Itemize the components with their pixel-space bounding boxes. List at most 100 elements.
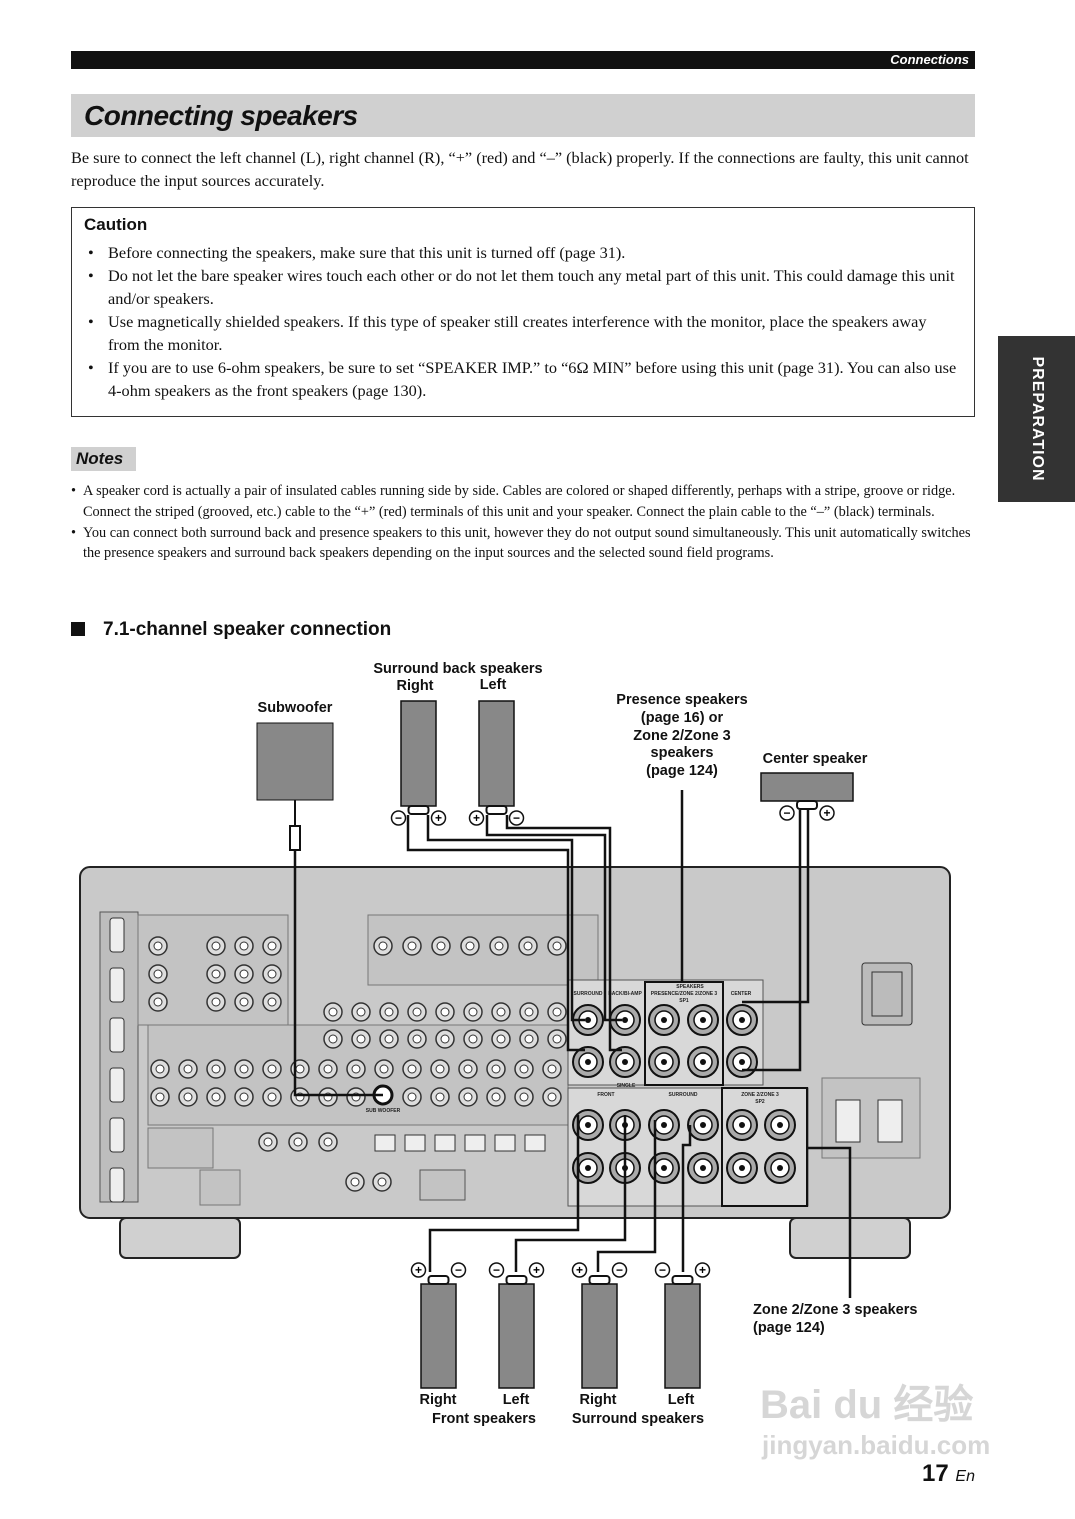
- rca-jack: [345, 1172, 365, 1192]
- sb-right-wire-neg: [406, 815, 585, 1052]
- rca-jack: [402, 1087, 422, 1107]
- hdmi-port: [109, 1117, 125, 1153]
- zone-terminal-group: [721, 1087, 808, 1207]
- rca-jack: [351, 1029, 371, 1049]
- label-presence: speakers: [651, 745, 714, 761]
- speaker-boxes: −++−−++−−++−−+: [390, 700, 854, 1389]
- label-surround-left: Left: [668, 1392, 695, 1408]
- svg-text:+: +: [699, 1263, 706, 1277]
- side-tab: PREPARATION: [998, 336, 1075, 502]
- ac-outlet: [835, 1099, 861, 1143]
- rca-jack: [234, 1087, 254, 1107]
- subwoofer-plug: [289, 800, 301, 851]
- label-surround: Surround speakers: [572, 1411, 704, 1427]
- subwoofer-cable: [293, 850, 383, 1097]
- rca-jack: [430, 1059, 450, 1079]
- watermark-url: jingyan.baidu.com: [762, 1430, 991, 1460]
- hdmi-port: [109, 917, 125, 953]
- rca-jack: [402, 1059, 422, 1079]
- speaker-surround-back-left: +−: [468, 700, 525, 826]
- optical-port: [464, 1134, 486, 1152]
- minus-terminal-icon: [654, 1262, 671, 1278]
- rca-jack: [431, 936, 451, 956]
- rca-jack: [547, 1029, 567, 1049]
- svg-text:+: +: [473, 811, 480, 825]
- rca-jack: [206, 936, 226, 956]
- section-heading: 7.1-channel speaker connection: [71, 619, 391, 641]
- rca-jack: [346, 1059, 366, 1079]
- rca-jack: [435, 1029, 455, 1049]
- speaker-surround-right: +−: [571, 1262, 628, 1389]
- watermark-logo: Bai du 经验: [760, 1383, 974, 1427]
- note-item: A speaker cord is actually a pair of ins…: [71, 481, 976, 523]
- plus-terminal-icon: [430, 810, 447, 826]
- label-sb-left: Left: [480, 677, 507, 693]
- panel-label-speakers: SPEAKERS: [676, 984, 704, 990]
- rca-jack: [288, 1132, 308, 1152]
- speaker-terminal: [572, 1152, 604, 1184]
- minus-terminal-icon: [611, 1262, 628, 1278]
- svg-text:−: −: [493, 1263, 500, 1277]
- caution-item: Before connecting the speakers, make sur…: [84, 241, 962, 264]
- rca-jack: [262, 1059, 282, 1079]
- optical-port: [434, 1134, 456, 1152]
- rca-jack: [458, 1059, 478, 1079]
- rca-jack: [463, 1002, 483, 1022]
- speaker-terminals: [572, 1004, 796, 1184]
- rca-jack: [514, 1087, 534, 1107]
- speaker-terminal: [609, 1004, 641, 1036]
- rca-jack: [379, 1002, 399, 1022]
- label-front-right: Right: [419, 1392, 456, 1408]
- speaker-terminal: [648, 1046, 680, 1078]
- rca-jack: [430, 1087, 450, 1107]
- minus-terminal-icon: [450, 1262, 467, 1278]
- intro-paragraph: Be sure to connect the left channel (L),…: [71, 148, 969, 190]
- rca-jack: [318, 1059, 338, 1079]
- rca-jack: [514, 1059, 534, 1079]
- label-front-left: Left: [503, 1392, 530, 1408]
- panel-label-presence: PRESENCE/ZONE 2/ZONE 3: [651, 991, 718, 997]
- rca-jack: [519, 1029, 539, 1049]
- minus-terminal-icon: [508, 810, 525, 826]
- plus-terminal-icon: [528, 1262, 545, 1278]
- panel-label-surround: SURROUND: [669, 1092, 698, 1098]
- label-subwoofer: Subwoofer: [258, 700, 333, 716]
- speaker-terminal: [609, 1046, 641, 1078]
- rca-jack: [542, 1059, 562, 1079]
- label-presence: (page 16) or: [641, 710, 724, 726]
- plus-terminal-icon: [468, 810, 485, 826]
- rca-jack: [489, 936, 509, 956]
- rca-jack: [262, 1087, 282, 1107]
- svg-text:−: −: [513, 811, 520, 825]
- square-bullet-icon: [71, 622, 85, 636]
- optical-port: [524, 1134, 546, 1152]
- hdmi-section: [99, 911, 139, 1203]
- panel-label-center: CENTER: [731, 991, 752, 997]
- hdmi-port: [109, 1167, 125, 1203]
- speaker-terminal: [648, 1004, 680, 1036]
- rca-jack: [373, 936, 393, 956]
- page-number: 17 En: [922, 1460, 975, 1488]
- svg-text:+: +: [576, 1263, 583, 1277]
- rca-jack: [407, 1029, 427, 1049]
- page-number-value: 17: [922, 1460, 949, 1487]
- speaker-center: −+: [760, 772, 854, 821]
- speaker-terminal: [726, 1152, 758, 1184]
- rca-jack: [206, 992, 226, 1012]
- hdmi-port: [109, 967, 125, 1003]
- center-wire: [742, 810, 810, 1004]
- rca-jack: [435, 1002, 455, 1022]
- receiver-foot-left: [119, 1217, 241, 1259]
- zone-leader-line: [808, 1146, 852, 1298]
- caution-item: If you are to use 6-ohm speakers, be sur…: [84, 356, 962, 402]
- svg-text:−: −: [455, 1263, 462, 1277]
- ac-inlet-socket: [871, 971, 903, 1017]
- panel-label-single: SINGLE: [617, 1083, 636, 1089]
- note-item: You can connect both surround back and p…: [71, 523, 976, 565]
- panel-label-zone: ZONE 2/ZONE 3: [741, 1092, 779, 1098]
- svg-text:+: +: [415, 1263, 422, 1277]
- speaker-terminal: [726, 1004, 758, 1036]
- speaker-terminal: [687, 1109, 719, 1141]
- rca-jack: [148, 964, 168, 984]
